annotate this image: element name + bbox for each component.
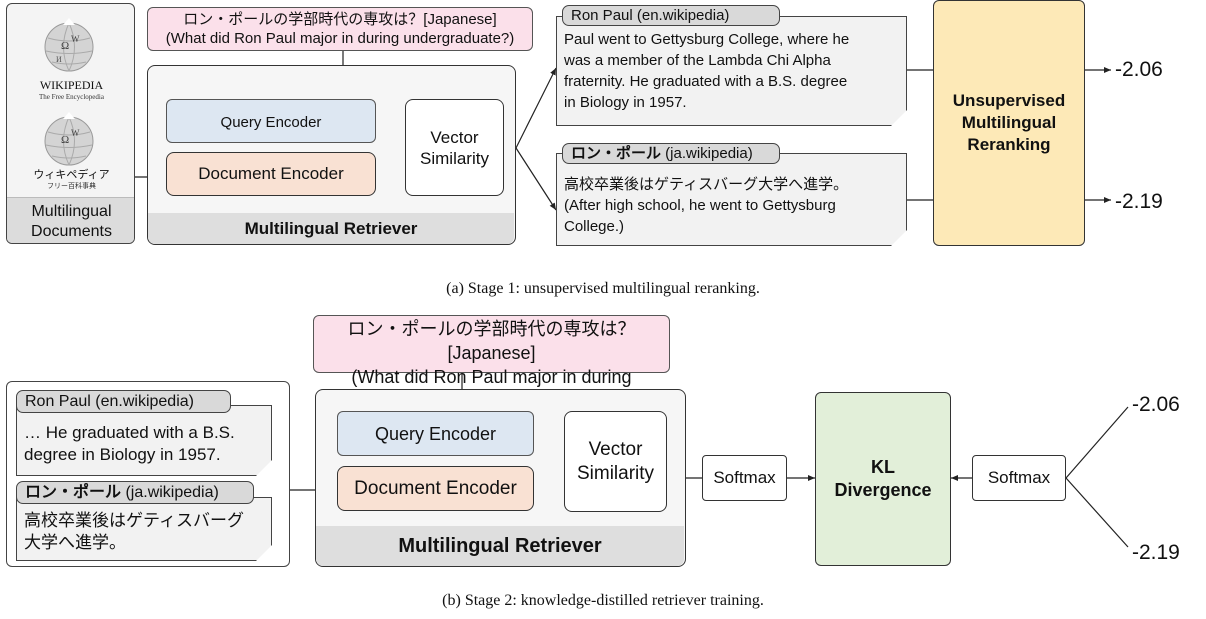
multilingual-documents-panel: Ω W И WIKIPEDIA The Free Encyclopedia Ω … [6,3,135,244]
softmax-retriever-scores: Softmax [702,455,787,501]
softmax-reranker-scores: Softmax [972,455,1066,501]
retriever-label: Multilingual Retriever [148,213,514,244]
document-encoder-stage2: Document Encoder [337,466,534,511]
document-en-text: Paul went to Gettysburg College, where h… [564,31,850,111]
wikipedia-en-tagline: The Free Encyclopedia [39,93,104,101]
query-english-translation: (What did Ron Paul major in during under… [165,30,515,47]
wikipedia-ja-wordmark: ウィキペディア [33,169,110,181]
document-tag-en-stage2: Ron Paul (en.wikipedia) [16,390,231,413]
unsupervised-reranking-box: Unsupervised Multilingual Reranking [933,0,1085,246]
document-tag-ja-stage2: ロン・ポール (ja.wikipedia) [16,481,254,504]
score-en-stage1: -2.06 [1115,58,1163,81]
document-card-ja-stage2: 高校卒業後はゲティスバーグ 大学へ進学。 [16,497,272,561]
svg-text:Ω: Ω [61,134,69,146]
document-ja-text: 高校卒業後はゲティスバーグ 大学へ進学。 [24,511,244,552]
query-japanese-text: ロン・ポールの学部時代の専攻は？[Japanese] [347,319,636,363]
document-en-text: … He graduated with a B.S. degree in Bio… [24,423,235,464]
document-card-en-stage1: Paul went to Gettysburg College, where h… [556,16,907,126]
wikipedia-ja-globe-icon: Ω W [44,112,94,166]
document-encoder-stage1: Document Encoder [166,152,376,196]
document-card-en-stage2: … He graduated with a B.S. degree in Bio… [16,405,272,476]
score-top-stage2: -2.06 [1132,393,1180,416]
svg-text:И: И [56,55,62,64]
document-tag-en-stage1: Ron Paul (en.wikipedia) [562,5,780,26]
wikipedia-ja-tagline: フリー百科事典 [47,182,96,190]
query-box-stage2: ロン・ポールの学部時代の専攻は？[Japanese] (What did Ron… [313,315,670,411]
score-ja-stage1: -2.19 [1115,190,1163,213]
score-bottom-stage2: -2.19 [1132,541,1180,564]
query-japanese-text: ロン・ポールの学部時代の専攻は？[Japanese] [183,11,497,28]
query-encoder-stage1: Query Encoder [166,99,376,143]
retriever-label: Multilingual Retriever [316,526,684,566]
document-card-ja-stage1: 高校卒業後はゲティスバーグ大学へ進学。 (After high school, … [556,153,907,246]
caption-stage1: (a) Stage 1: unsupervised multilingual r… [446,280,760,297]
multilingual-documents-label: Multilingual Documents [7,197,134,243]
caption-stage2: (b) Stage 2: knowledge-distilled retriev… [442,592,764,609]
wikipedia-globe-icon: Ω W И [44,18,94,72]
query-encoder-stage2: Query Encoder [337,411,534,456]
svg-text:W: W [71,34,80,44]
document-ja-text: 高校卒業後はゲティスバーグ大学へ進学。 (After high school, … [564,176,849,235]
svg-text:W: W [71,128,80,138]
document-tag-ja-stage1: ロン・ポール (ja.wikipedia) [562,143,780,164]
query-box-stage1: ロン・ポールの学部時代の専攻は？[Japanese] (What did Ron… [147,7,533,51]
svg-text:Ω: Ω [61,40,69,52]
wikipedia-en-wordmark: WIKIPEDIA [39,78,104,92]
